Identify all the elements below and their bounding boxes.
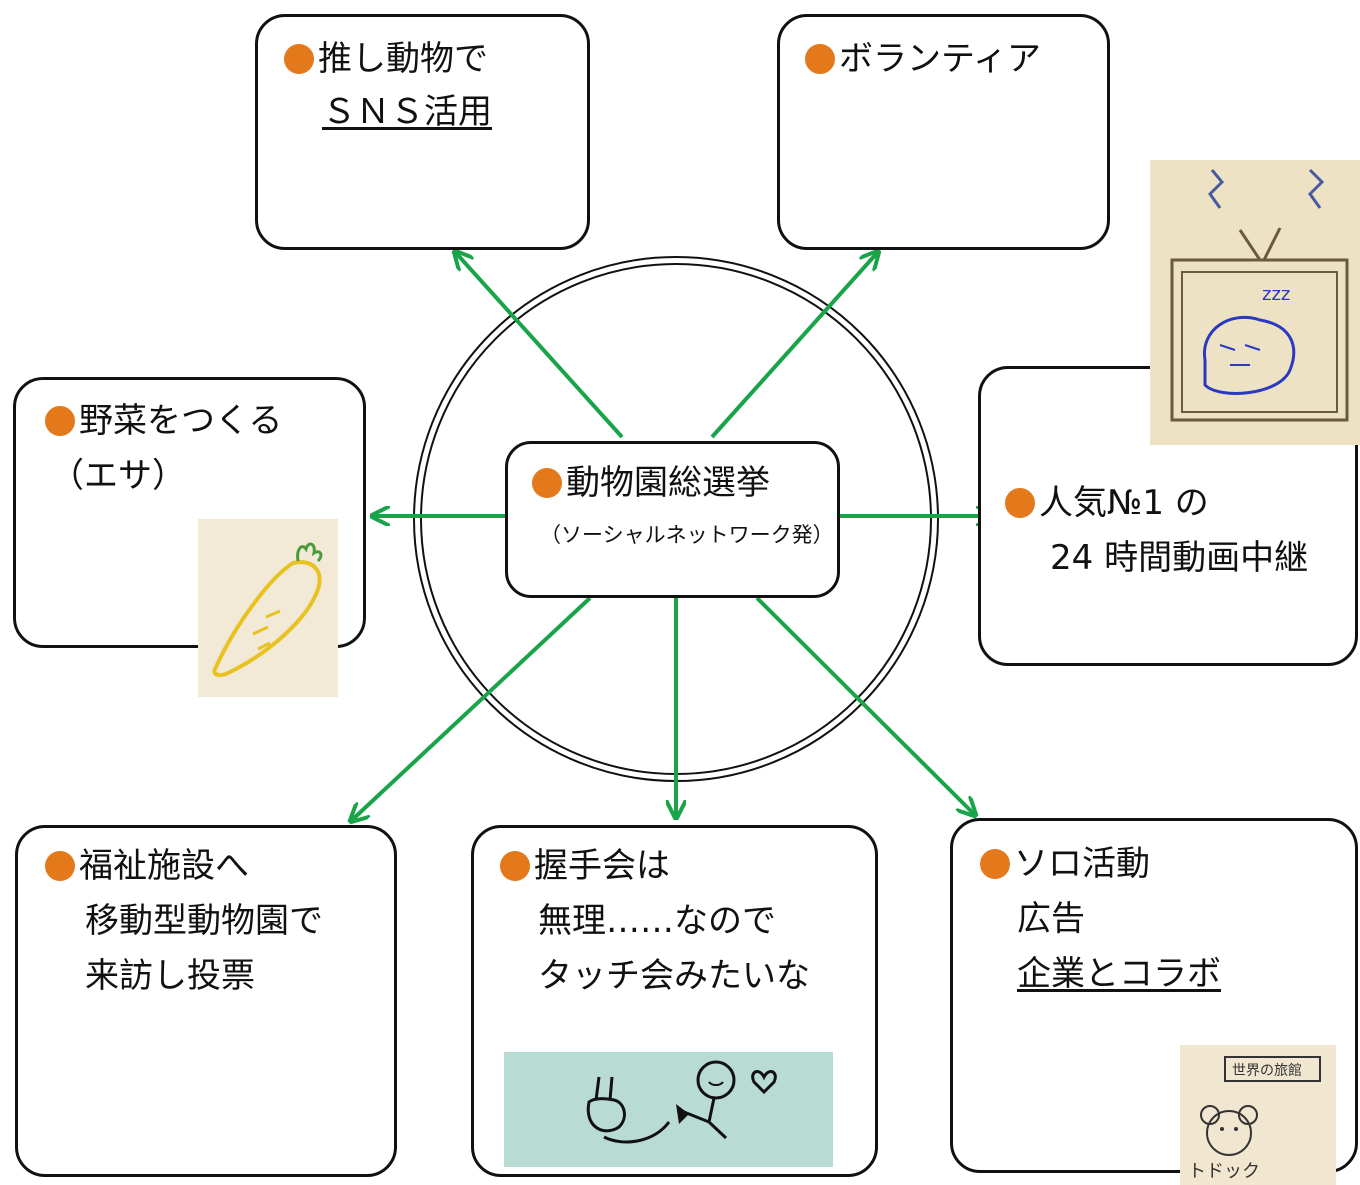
node-welfare-line1: 福祉施設へ: [45, 845, 249, 888]
center-title: 動物園総選挙: [532, 462, 770, 505]
node-welfare-line2: 移動型動物園で: [85, 901, 323, 941]
node-volunteer-line1: ボランティア: [805, 38, 1041, 81]
node-live-line2: 24 時間動画中継: [1050, 538, 1309, 578]
bullet-icon: [500, 851, 530, 881]
bullet-icon: [1005, 488, 1035, 518]
node-welfare: [15, 825, 397, 1177]
node-solo-line3: 企業とコラボ: [1017, 954, 1221, 994]
tv-sketch: zzz: [1150, 160, 1360, 445]
node-solo-line1: ソロ活動: [980, 843, 1150, 886]
touch-sketch: [504, 1052, 833, 1167]
bullet-icon: [532, 468, 562, 498]
bullet-icon: [805, 44, 835, 74]
node-welfare-line3: 来訪し投票: [85, 956, 255, 996]
node-vegetables-line1: 野菜をつくる: [45, 400, 282, 443]
carrot-sketch: [198, 519, 338, 697]
node-sns: [255, 14, 590, 250]
node-sns-line2: ＳＮＳ活用: [322, 92, 492, 132]
center-node: [505, 441, 840, 598]
bullet-icon: [45, 851, 75, 881]
node-handshake-line3: タッチ会みたいな: [538, 956, 810, 996]
bear-sketch: 世界の旅館 トドック: [1180, 1045, 1336, 1185]
bullet-icon: [284, 44, 314, 74]
node-handshake-line2: 無理……なので: [538, 901, 776, 941]
arrow-to-volunteer: [710, 253, 877, 439]
bullet-icon: [980, 849, 1010, 879]
arrow-to-welfare: [352, 596, 592, 820]
arrow-to-solo: [755, 596, 974, 814]
node-live-line1: 人気№1 の: [1005, 482, 1209, 525]
node-volunteer: [777, 14, 1110, 250]
node-sns-line1: 推し動物で: [284, 38, 488, 81]
zoo-caption-text: トドック: [1188, 1161, 1260, 1182]
center-subtitle: （ソーシャルネットワーク発）: [540, 523, 834, 547]
zzz-text: zzz: [1262, 284, 1290, 305]
bullet-icon: [45, 406, 75, 436]
node-vegetables-line2: （エサ）: [50, 456, 186, 496]
node-handshake-line1: 握手会は: [500, 845, 670, 888]
zoo-sign-text: 世界の旅館: [1232, 1062, 1302, 1079]
arrow-to-sns: [456, 253, 624, 439]
node-solo-line2: 広告: [1017, 899, 1085, 939]
